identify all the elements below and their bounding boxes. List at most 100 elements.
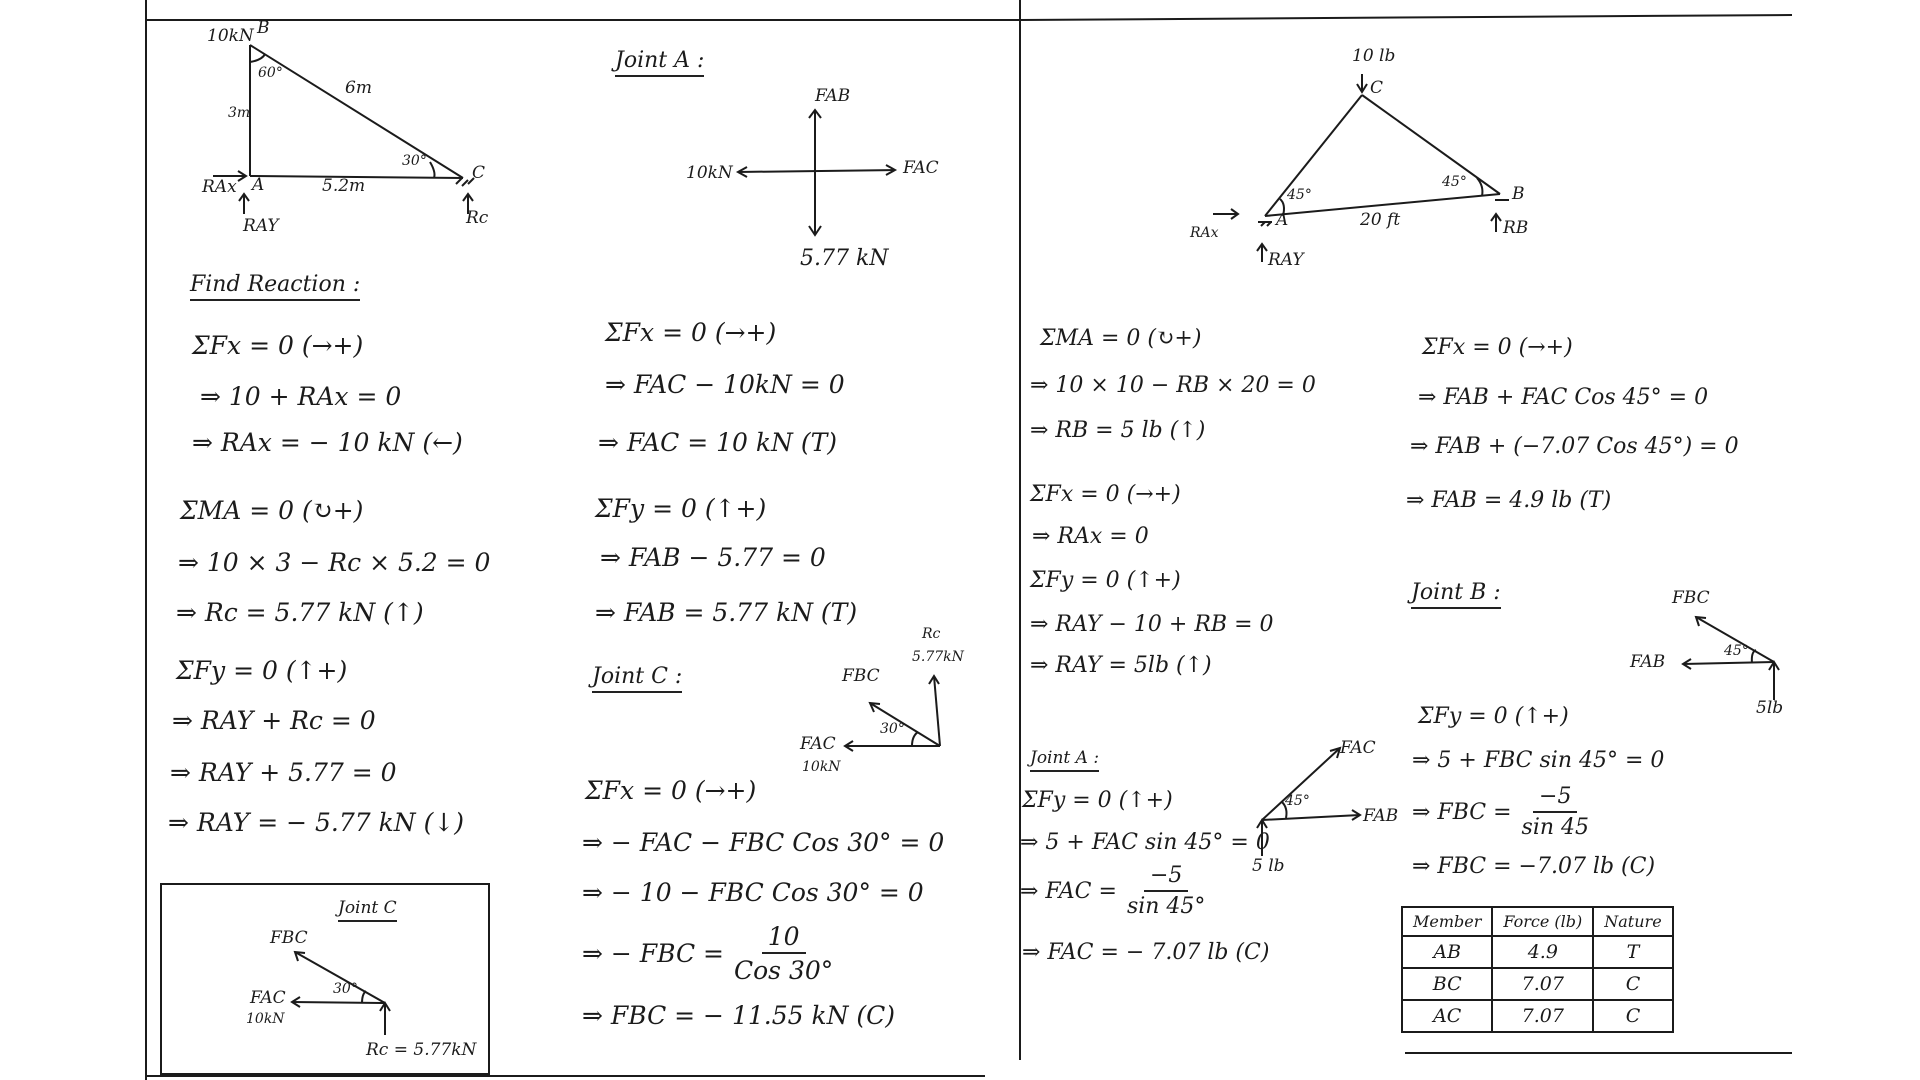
joint-c-fbd <box>843 674 941 752</box>
rc-label: Rc <box>466 208 489 228</box>
angle-arc-a <box>1279 198 1285 217</box>
joint-b-label: B <box>1512 184 1525 204</box>
equation-line: ΣFx = 0 (→+) <box>585 776 757 805</box>
joint-b-label: B <box>257 18 270 38</box>
column-header: Nature <box>1592 906 1674 937</box>
fraction: 10 Cos 30° <box>734 924 833 983</box>
fac-label: FAC <box>903 158 939 178</box>
find-reaction-title: Find Reaction : <box>190 274 361 301</box>
joint-c-box <box>160 883 490 1075</box>
equation-line: ⇒ FBC = − 11.55 kN (C) <box>582 1001 896 1030</box>
equation-line: ΣFx = 0 (→+) <box>1030 482 1181 507</box>
load-arrow-head <box>1356 83 1368 94</box>
joint-a-label: A <box>252 175 265 195</box>
fbc-arrow-head <box>1694 615 1707 627</box>
equation-line: ⇒ Rc = 5.77 kN (↑) <box>176 598 424 627</box>
joint-a-label: A <box>1276 210 1289 230</box>
nature-cell: T <box>1592 935 1674 969</box>
fbc-line <box>1695 616 1775 663</box>
angle-arc-c <box>429 161 436 179</box>
rax-arrow-head <box>237 170 248 182</box>
joint-c-title: Joint C : <box>592 666 683 693</box>
equation-line: ⇒ − 10 − FBC Cos 30° = 0 <box>582 878 924 907</box>
joint-c-box-title: Joint C <box>338 900 397 922</box>
fraction-numerator: −5 <box>1533 786 1578 813</box>
equation-line: ΣFx = 0 (→+) <box>192 331 364 360</box>
member-force-table: Member Force (lb) Nature AB 4.9 T BC 7.0… <box>1400 906 1674 1033</box>
joint-a-title: Joint A : <box>615 50 705 77</box>
equation-line: ΣFy = 0 (↑+) <box>1418 704 1569 729</box>
equation-line: ΣFy = 0 (↑+) <box>1030 568 1181 593</box>
rax-label: RAx <box>1190 225 1219 241</box>
nature-cell: C <box>1592 999 1674 1033</box>
load-arrow-head <box>735 166 748 178</box>
equation-line: ⇒ FAB + FAC Cos 45° = 0 <box>1418 385 1709 410</box>
fraction: −5 sin 45 <box>1522 786 1589 839</box>
equation-line: ⇒ FAB = 4.9 lb (T) <box>1406 488 1612 513</box>
equation-line: ⇒ FAB + (−7.07 Cos 45°) = 0 <box>1410 434 1739 459</box>
equation-line: ⇒ FAB − 5.77 = 0 <box>600 543 826 572</box>
fac-value: 10kN <box>246 1011 285 1027</box>
top-rule-right <box>1019 14 1793 21</box>
equation-line: ⇒ FAC = 10 kN (T) <box>598 428 838 457</box>
joint-c-frame <box>160 883 490 1075</box>
rc-label: Rc <box>922 626 941 642</box>
angle-b-label: 45° <box>1442 174 1467 190</box>
rc-fd-line <box>933 675 941 747</box>
fac-fd-line <box>737 169 896 173</box>
fab-arrow-head <box>808 108 822 119</box>
table-row: AB 4.9 T <box>1400 935 1674 969</box>
fbc-fd-line <box>869 702 941 747</box>
joint-c-label: C <box>472 163 486 183</box>
fac-arrow-head <box>1329 746 1342 759</box>
force-cell: 4.9 <box>1491 935 1595 969</box>
rb-arrow-head <box>1490 212 1502 222</box>
rb-label: RB <box>1503 218 1529 238</box>
fraction-numerator: −5 <box>1143 865 1189 892</box>
fraction-prefix: ⇒ − FBC = <box>582 939 724 968</box>
rax-label: RAx <box>202 177 237 197</box>
equation-line: ⇒ RAx = 0 <box>1032 524 1149 549</box>
member-ab <box>1264 193 1501 217</box>
member-ac <box>249 175 464 179</box>
fraction-prefix: ⇒ FAC = <box>1020 878 1117 904</box>
equation-line: ⇒ FAB = 5.77 kN (T) <box>595 598 858 627</box>
rax-arrow-head <box>1230 208 1240 220</box>
fraction-denominator: Cos 30° <box>734 956 834 985</box>
angle-label: 30° <box>333 981 358 997</box>
angle-arc-b <box>249 53 266 63</box>
angle-label: 30° <box>880 721 905 737</box>
joint-a-fbd <box>735 108 898 237</box>
column-header: Member <box>1400 906 1494 937</box>
fraction-prefix: ⇒ FBC = <box>1412 799 1512 825</box>
equation-line: ΣFy = 0 (↑+) <box>176 656 348 685</box>
angle-label: 45° <box>1724 643 1749 659</box>
rc-arrow-head <box>462 192 474 202</box>
fraction-numerator: 10 <box>761 924 806 954</box>
joint-a-title: Joint A : <box>1030 750 1100 772</box>
rc-value: 5.77kN <box>912 649 964 665</box>
fraction-denominator: sin 45 <box>1521 815 1590 840</box>
fac-arrow-head <box>290 996 301 1008</box>
equation-line: ⇒ FAC = − 7.07 lb (C) <box>1022 940 1270 965</box>
member-cb <box>1361 94 1501 195</box>
length-ab-label: 3m <box>228 105 251 121</box>
equation-line: ΣFx = 0 (→+) <box>605 318 777 347</box>
equation-line: ⇒ FAC − 10kN = 0 <box>605 370 845 399</box>
fac-line <box>291 1001 386 1004</box>
angle-c-label: 30° <box>402 153 427 169</box>
angle-a-label: 45° <box>1287 187 1312 203</box>
ray-arrow-head <box>238 192 250 202</box>
force-cell: 7.07 <box>1491 999 1595 1033</box>
column-header: Force (lb) <box>1491 906 1595 937</box>
fab-line <box>1261 814 1361 821</box>
fab-arrow-head <box>1351 809 1362 821</box>
equation-line: ⇒ RAY + Rc = 0 <box>172 706 376 735</box>
support-a <box>1258 221 1272 227</box>
fac-line <box>1261 747 1341 821</box>
load-label: 10kN <box>207 26 254 46</box>
load-label: 5 lb <box>1252 856 1285 876</box>
fbc-line <box>294 951 386 1004</box>
